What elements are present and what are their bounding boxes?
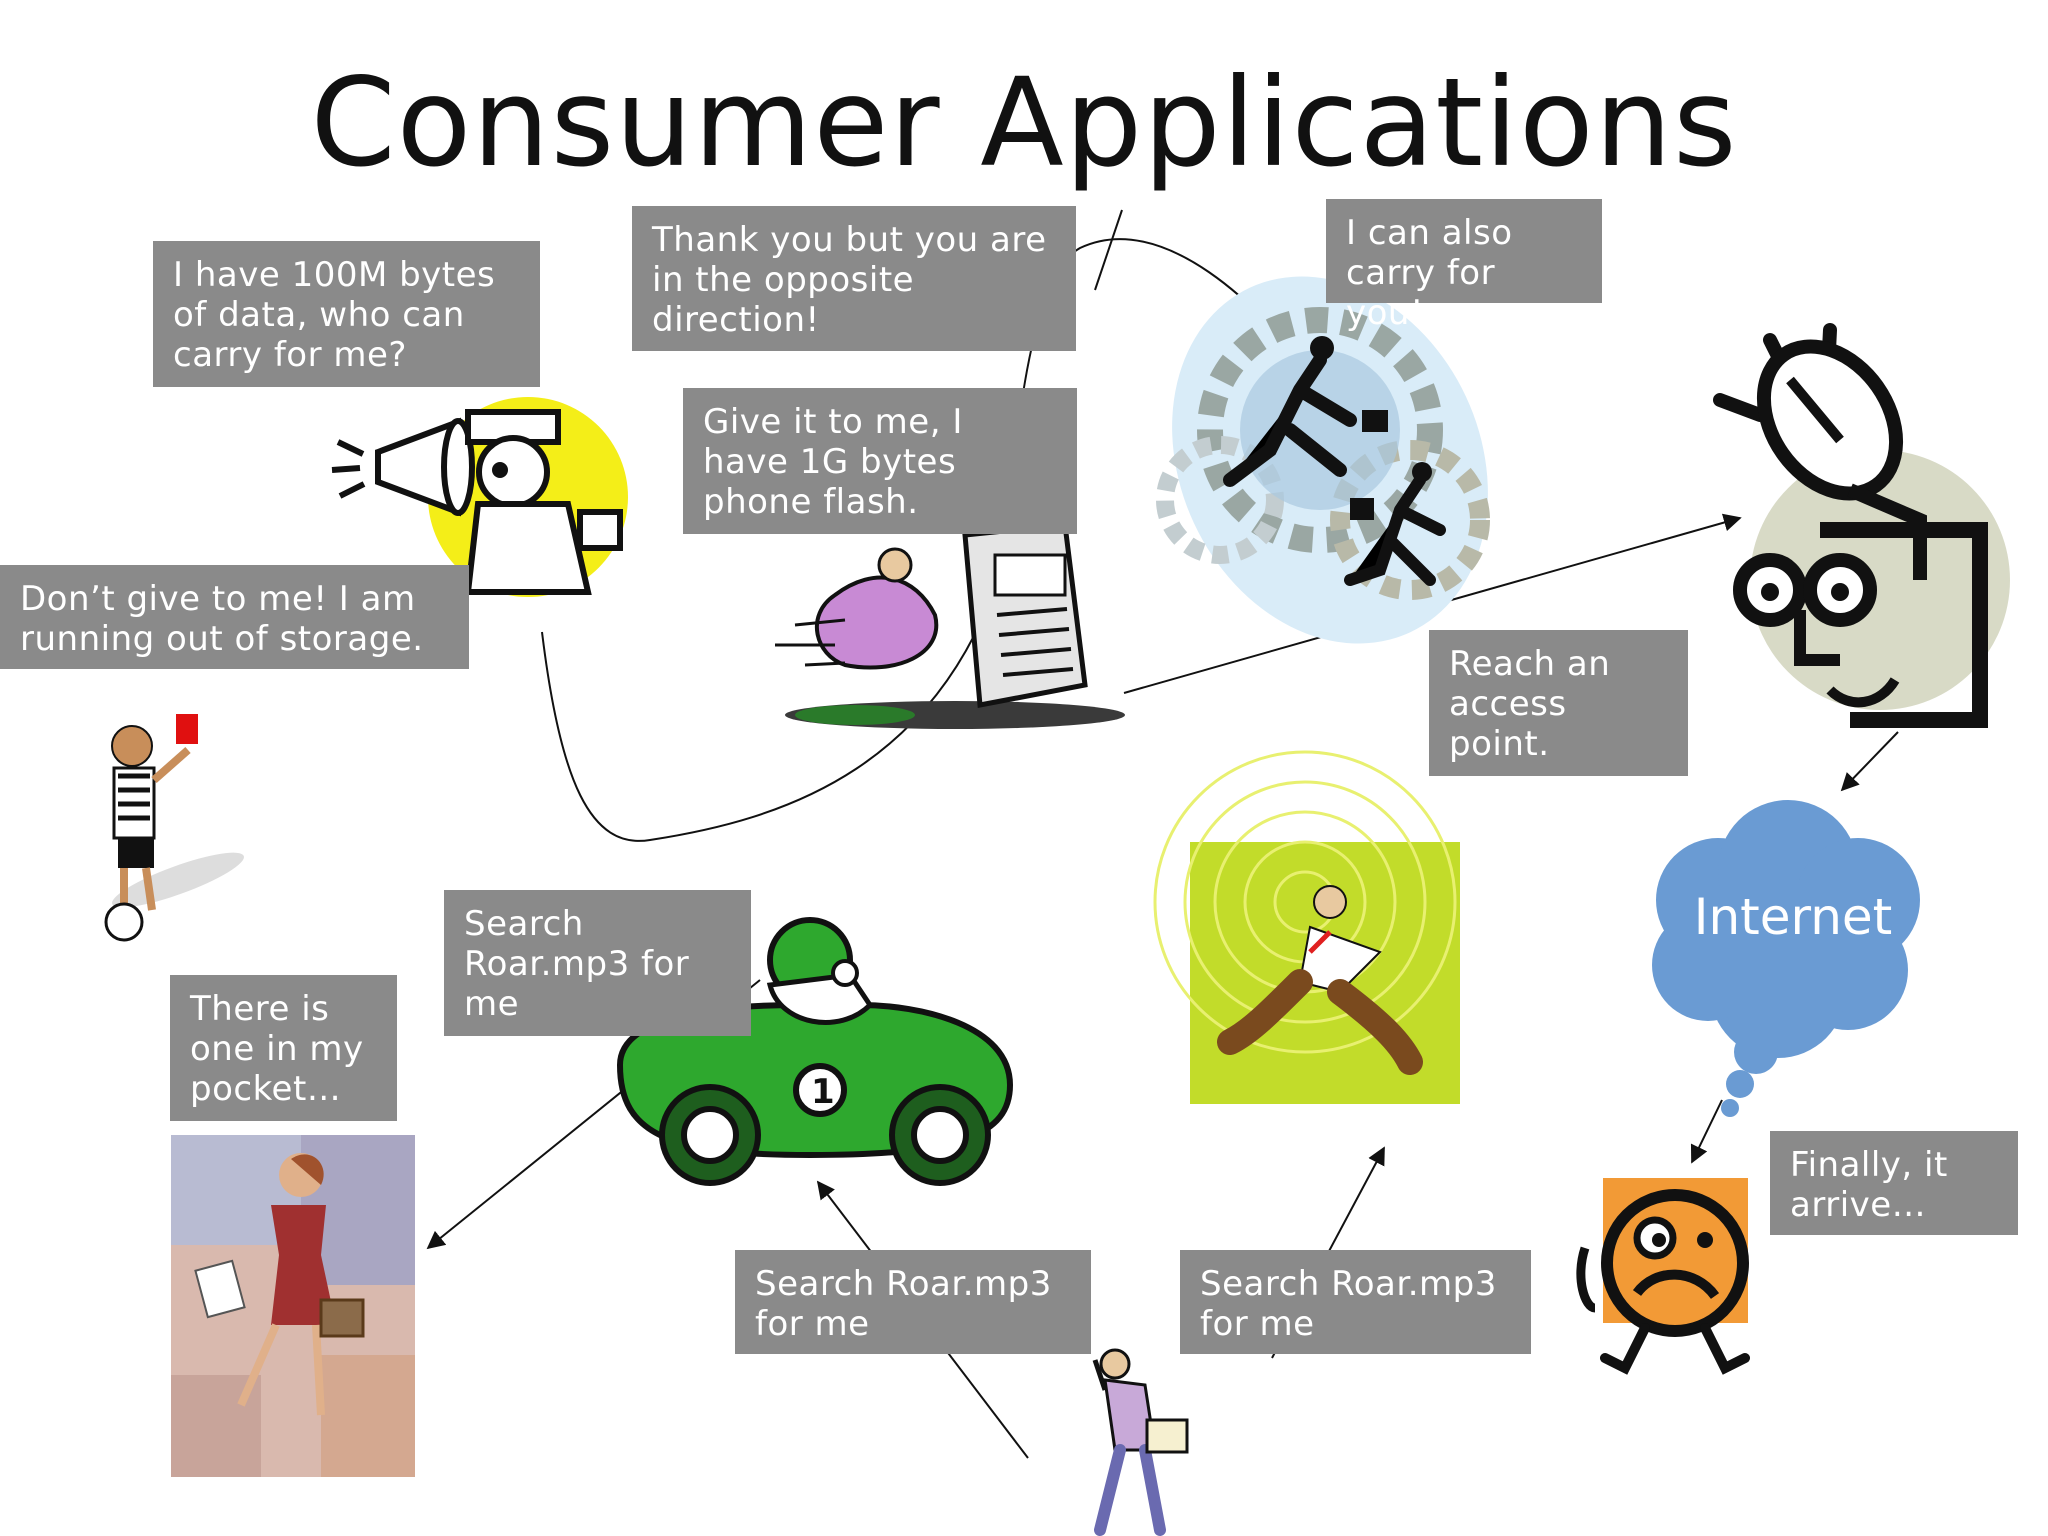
internet-cloud-icon (1652, 800, 1920, 1117)
walking-man-on-phone-clipart (1092, 1348, 1189, 1536)
callout-give-it-to-me: Give it to me, I have 1G bytes phone fla… (683, 388, 1077, 534)
woman-with-briefcase-clipart (171, 1135, 415, 1477)
callout-opposite-direction: Thank you but you are in the opposite di… (632, 206, 1076, 351)
arrow-head-to-internet (1840, 731, 1899, 792)
callout-search-car: Search Roar.mp3 for me (444, 890, 751, 1036)
svg-text:1: 1 (811, 1072, 835, 1112)
spy-megaphone-clipart (331, 397, 628, 597)
internet-label: Internet (1693, 888, 1893, 946)
callout-search-right: Search Roar.mp3 for me (1180, 1250, 1531, 1354)
callout-search-left: Search Roar.mp3 for me (735, 1250, 1091, 1354)
tick-line (1094, 209, 1123, 291)
woman-hugging-phone-clipart (775, 522, 1125, 729)
dancing-man-on-phone-clipart (1153, 750, 1460, 1104)
referee-red-card-clipart (104, 714, 244, 942)
worried-face-clipart (1576, 1178, 1750, 1375)
runners-gears-globe-clipart (1156, 276, 1490, 644)
callout-pocket: There is one in my pocket… (170, 975, 397, 1121)
slide-title: Consumer Applications (310, 52, 1738, 194)
callout-carry-for-you: I can also carry for you! (1326, 199, 1602, 333)
satellite-dish-head-clipart (1713, 323, 2010, 728)
callout-dont-give: Don’t give to me! I am running out of st… (0, 565, 469, 669)
callout-have-data: I have 100M bytes of data, who can carry… (153, 241, 540, 387)
callout-finally-arrive: Finally, it arrive… (1770, 1131, 2018, 1235)
callout-access-point: Reach an access point. (1429, 630, 1688, 776)
